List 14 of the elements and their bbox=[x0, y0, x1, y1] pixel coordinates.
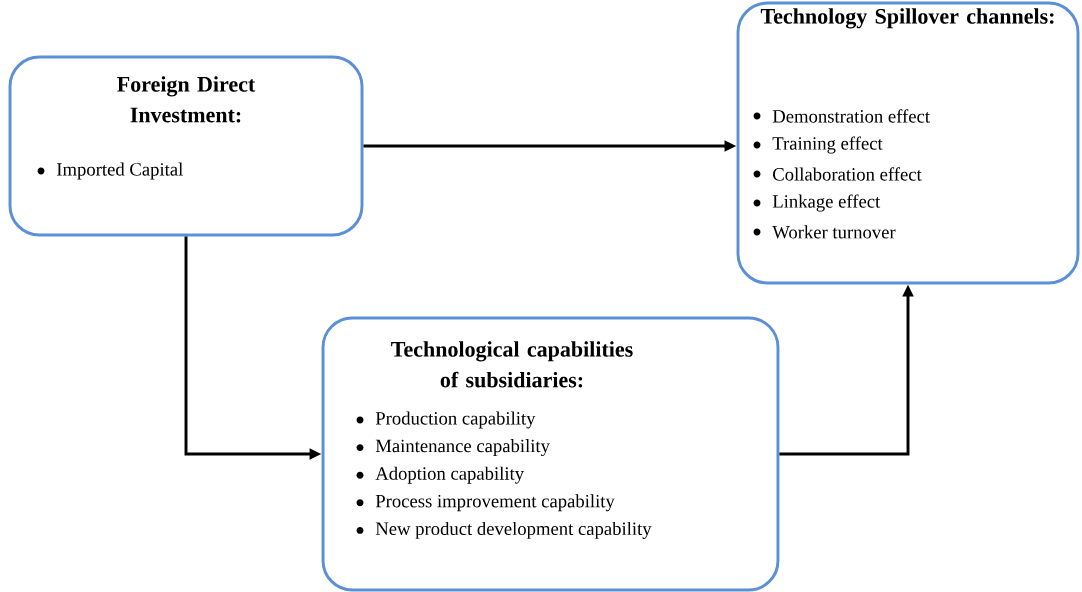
list-item: Adoption capability bbox=[375, 466, 524, 484]
list-item: Linkage effect bbox=[772, 194, 881, 212]
heading: Technological capabilities of subsidiaries: bbox=[391, 341, 633, 388]
list-item: Maintenance capability bbox=[375, 439, 550, 457]
list-item: Production capability bbox=[375, 411, 536, 429]
heading: Technology Spillover channels: bbox=[760, 8, 1054, 29]
list-item: Process improvement capability bbox=[375, 494, 615, 512]
list-item: Demonstration effect bbox=[772, 109, 930, 123]
list-item: Collaboration effect bbox=[773, 167, 922, 181]
heading: Foreign Direct Investment: bbox=[117, 76, 256, 123]
list-item: New product development capability bbox=[375, 521, 652, 539]
list-item: Training effect bbox=[772, 136, 883, 154]
list-item: Imported Capital bbox=[56, 162, 183, 180]
list-item: Worker turnover bbox=[772, 225, 896, 239]
